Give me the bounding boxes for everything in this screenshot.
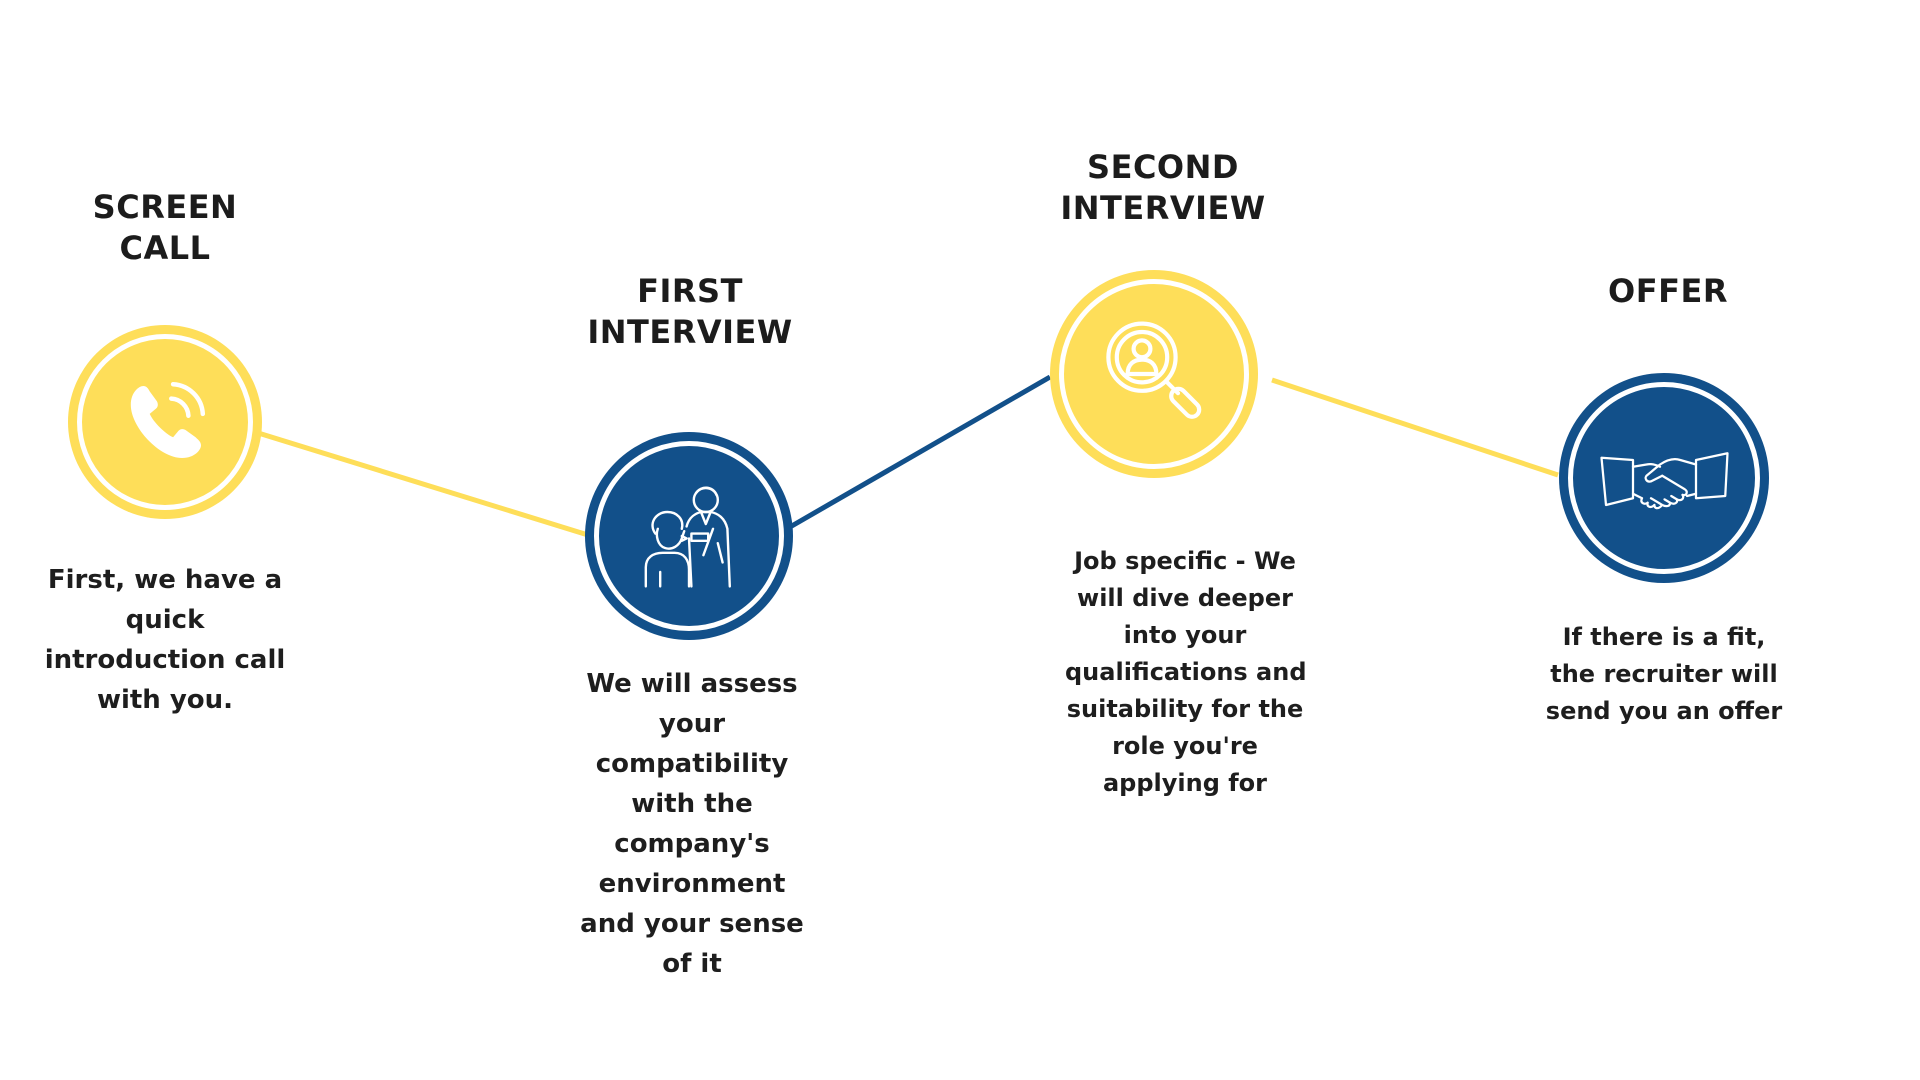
step-title-screen-call: SCREEN CALL <box>92 188 238 267</box>
step-badge-first-interview <box>585 432 793 640</box>
magnifier-person-icon <box>1094 314 1214 434</box>
handshake-icon <box>1597 433 1732 523</box>
connector-first-to-second <box>788 374 1052 530</box>
step-desc-offer: If there is a fit, the recruiter will se… <box>1545 623 1783 725</box>
step-badge-screen-call <box>68 325 262 519</box>
interview-people-icon <box>629 476 749 596</box>
step-desc-second-interview: Job specific - We will dive deeper into … <box>1065 547 1307 797</box>
step-title-offer: OFFER <box>1608 272 1728 310</box>
step-desc-screen-call: First, we have a quick introduction call… <box>44 565 286 715</box>
step-title-first-interview: FIRST INTERVIEW <box>587 272 793 351</box>
connector-screen-to-first <box>254 429 589 538</box>
step-desc-first-interview: We will assess your compatibility with t… <box>580 669 804 979</box>
step-badge-offer <box>1559 373 1769 583</box>
step-badge-second-interview <box>1050 270 1258 478</box>
connector-second-to-offer <box>1271 377 1559 478</box>
phone-icon <box>120 377 210 467</box>
step-title-second-interview: SECOND INTERVIEW <box>1060 148 1266 227</box>
